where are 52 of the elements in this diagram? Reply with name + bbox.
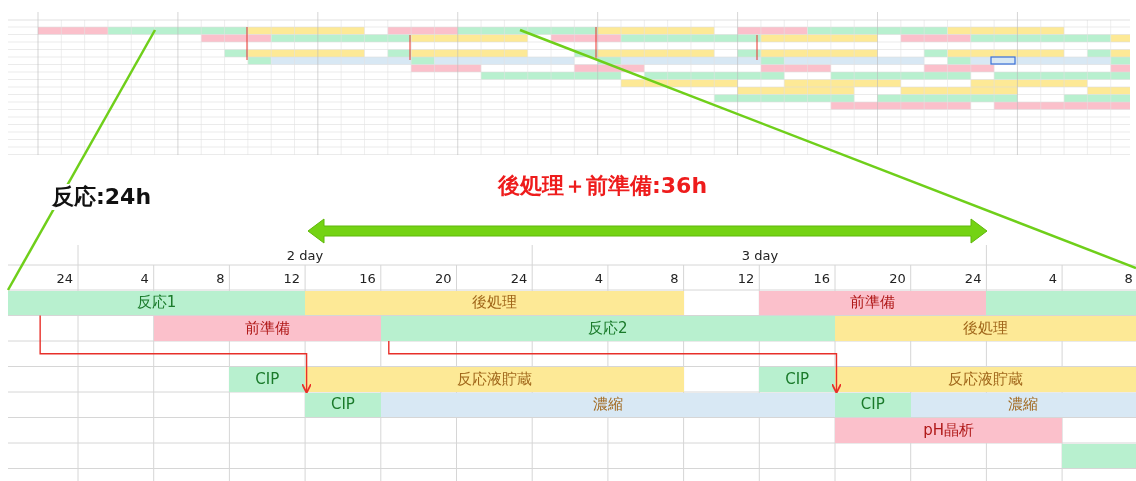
- task-bar: [229, 367, 306, 392]
- task-bar: [153, 316, 381, 341]
- task-bar: [305, 392, 381, 417]
- task-bar: [759, 290, 987, 315]
- time-tick-label: 12: [737, 272, 755, 285]
- task-label: 反応2: [588, 320, 628, 336]
- day-label: 2 day: [286, 249, 324, 262]
- day-label: 3 day: [741, 249, 779, 262]
- time-tick-label: 24: [964, 272, 982, 285]
- task-label: 反応1: [136, 295, 177, 311]
- arrow: [39, 314, 312, 394]
- time-tick-label: 16: [813, 272, 830, 285]
- task-label: 濃縮: [1008, 397, 1039, 413]
- task-label: 前準備: [244, 320, 290, 336]
- time-tick-label: 4: [140, 272, 149, 285]
- task-label: 反応液貯蔵: [456, 371, 532, 387]
- task-bar: [1062, 443, 1136, 468]
- arrow: [388, 340, 842, 394]
- task-bar: [910, 392, 1136, 417]
- task-label: 反応液貯蔵: [948, 371, 1023, 387]
- task-bar: [759, 367, 835, 392]
- task-bar: [835, 367, 1136, 392]
- time-tick-label: 20: [434, 272, 452, 285]
- task-bar: [835, 418, 1063, 443]
- task-label: pH晶析: [923, 422, 974, 438]
- time-tick-label: 16: [359, 272, 376, 285]
- time-tick-label: 12: [283, 272, 301, 285]
- task-label: 後処理: [471, 295, 517, 311]
- annotation-heading: 後処理＋前準備:36h: [498, 175, 708, 197]
- task-bar: [305, 367, 684, 392]
- task-bar: [305, 290, 684, 315]
- task-bar: [8, 290, 306, 315]
- time-tick-label: 4: [594, 272, 603, 285]
- task-label: 後処理: [963, 320, 1008, 336]
- task-label: CIP: [255, 371, 280, 387]
- annotation-heading: 反応:24h: [52, 184, 152, 210]
- time-tick-label: 8: [1124, 272, 1133, 285]
- task-label: 濃縮: [592, 397, 623, 413]
- task-bar: [835, 316, 1136, 341]
- task-bar: [380, 316, 835, 341]
- task-label: 前準備: [850, 295, 896, 311]
- time-tick-label: 20: [889, 272, 906, 285]
- task-label: CIP: [330, 397, 355, 413]
- task-bar: [986, 290, 1136, 315]
- time-tick-label: 8: [670, 272, 679, 285]
- task-label: CIP: [785, 371, 810, 387]
- task-label: CIP: [860, 397, 885, 413]
- task-bar: [835, 392, 911, 417]
- time-tick-label: 8: [216, 272, 225, 285]
- time-tick-label: 4: [1048, 272, 1058, 285]
- task-bar: [380, 392, 835, 417]
- time-tick-label: 24: [510, 272, 528, 285]
